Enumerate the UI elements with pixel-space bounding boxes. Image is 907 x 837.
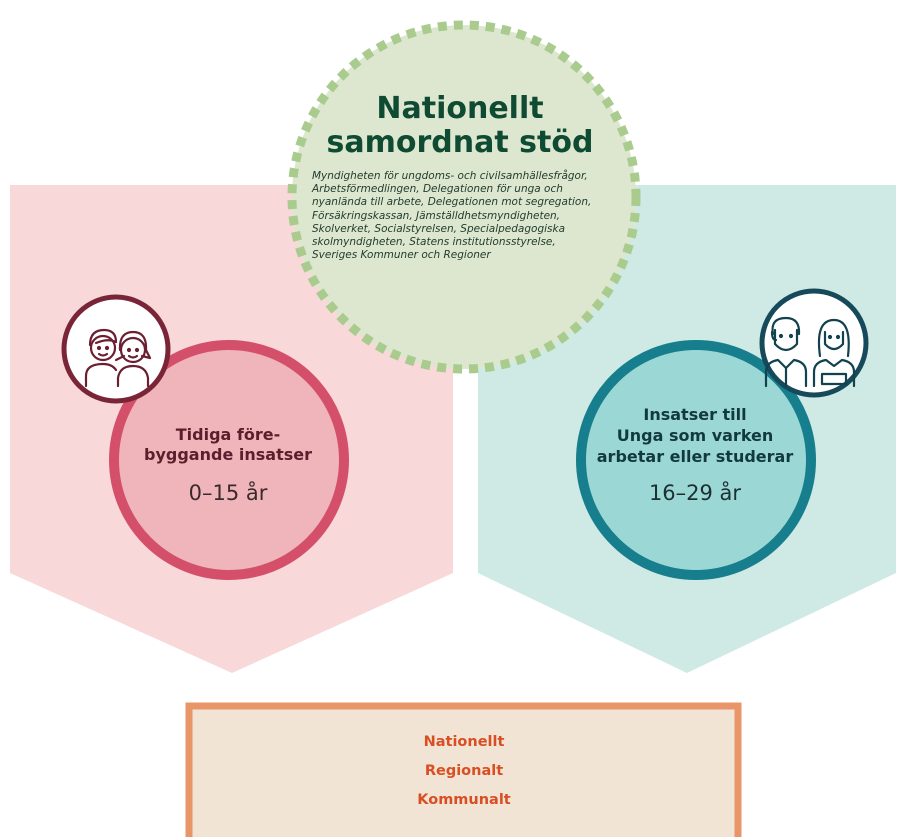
right-label-line3: arbetar eller studerar — [596, 447, 794, 466]
agency-line: Arbetsförmedlingen, Delegationen för ung… — [312, 183, 563, 196]
agency-line: nyanlända till arbete, Delegationen mot … — [312, 196, 592, 209]
levels-box — [185, 702, 742, 837]
center-circle — [287, 20, 641, 374]
left-circle — [109, 340, 349, 580]
agency-line: Skolverket, Socialstyrelsen, Specialpeda… — [312, 222, 566, 235]
left-label: Tidiga före- byggande insatser — [118, 425, 338, 465]
right-label-line1: Insatser till — [643, 405, 747, 424]
left-age: 0–15 år — [188, 481, 268, 505]
young-adults-icon — [759, 288, 869, 398]
right-label: Insatser till Unga som varken arbetar el… — [570, 404, 820, 467]
left-label-line1: Tidiga före- — [175, 425, 281, 444]
level-national: Nationellt — [423, 734, 505, 750]
agency-line: Försäkringskassan, Jämställdhetsmyndighe… — [312, 209, 561, 222]
left-label-line2: byggande insatser — [144, 445, 312, 464]
center-title-line2: samordnat stöd — [326, 125, 594, 160]
center-title: Nationellt samordnat stöd — [300, 92, 620, 160]
agency-line: skolmyndigheten, Statens institutionssty… — [312, 236, 556, 249]
agency-line: Sveriges Kommuner och Regioner — [312, 249, 491, 262]
right-age: 16–29 år — [648, 481, 742, 505]
level-regional: Regionalt — [424, 763, 504, 779]
children-icon — [61, 294, 171, 404]
agency-list: Myndigheten för ungdoms- och civilsamhäl… — [312, 170, 632, 262]
levels-list: Nationellt Regionalt Kommunalt — [188, 728, 740, 815]
right-circle — [576, 340, 816, 580]
level-municipal: Kommunalt — [417, 792, 511, 808]
agency-line: Myndigheten för ungdoms- och civilsamhäl… — [312, 170, 588, 182]
right-label-line2: Unga som varken — [616, 426, 774, 445]
center-title-line1: Nationellt — [376, 91, 544, 126]
